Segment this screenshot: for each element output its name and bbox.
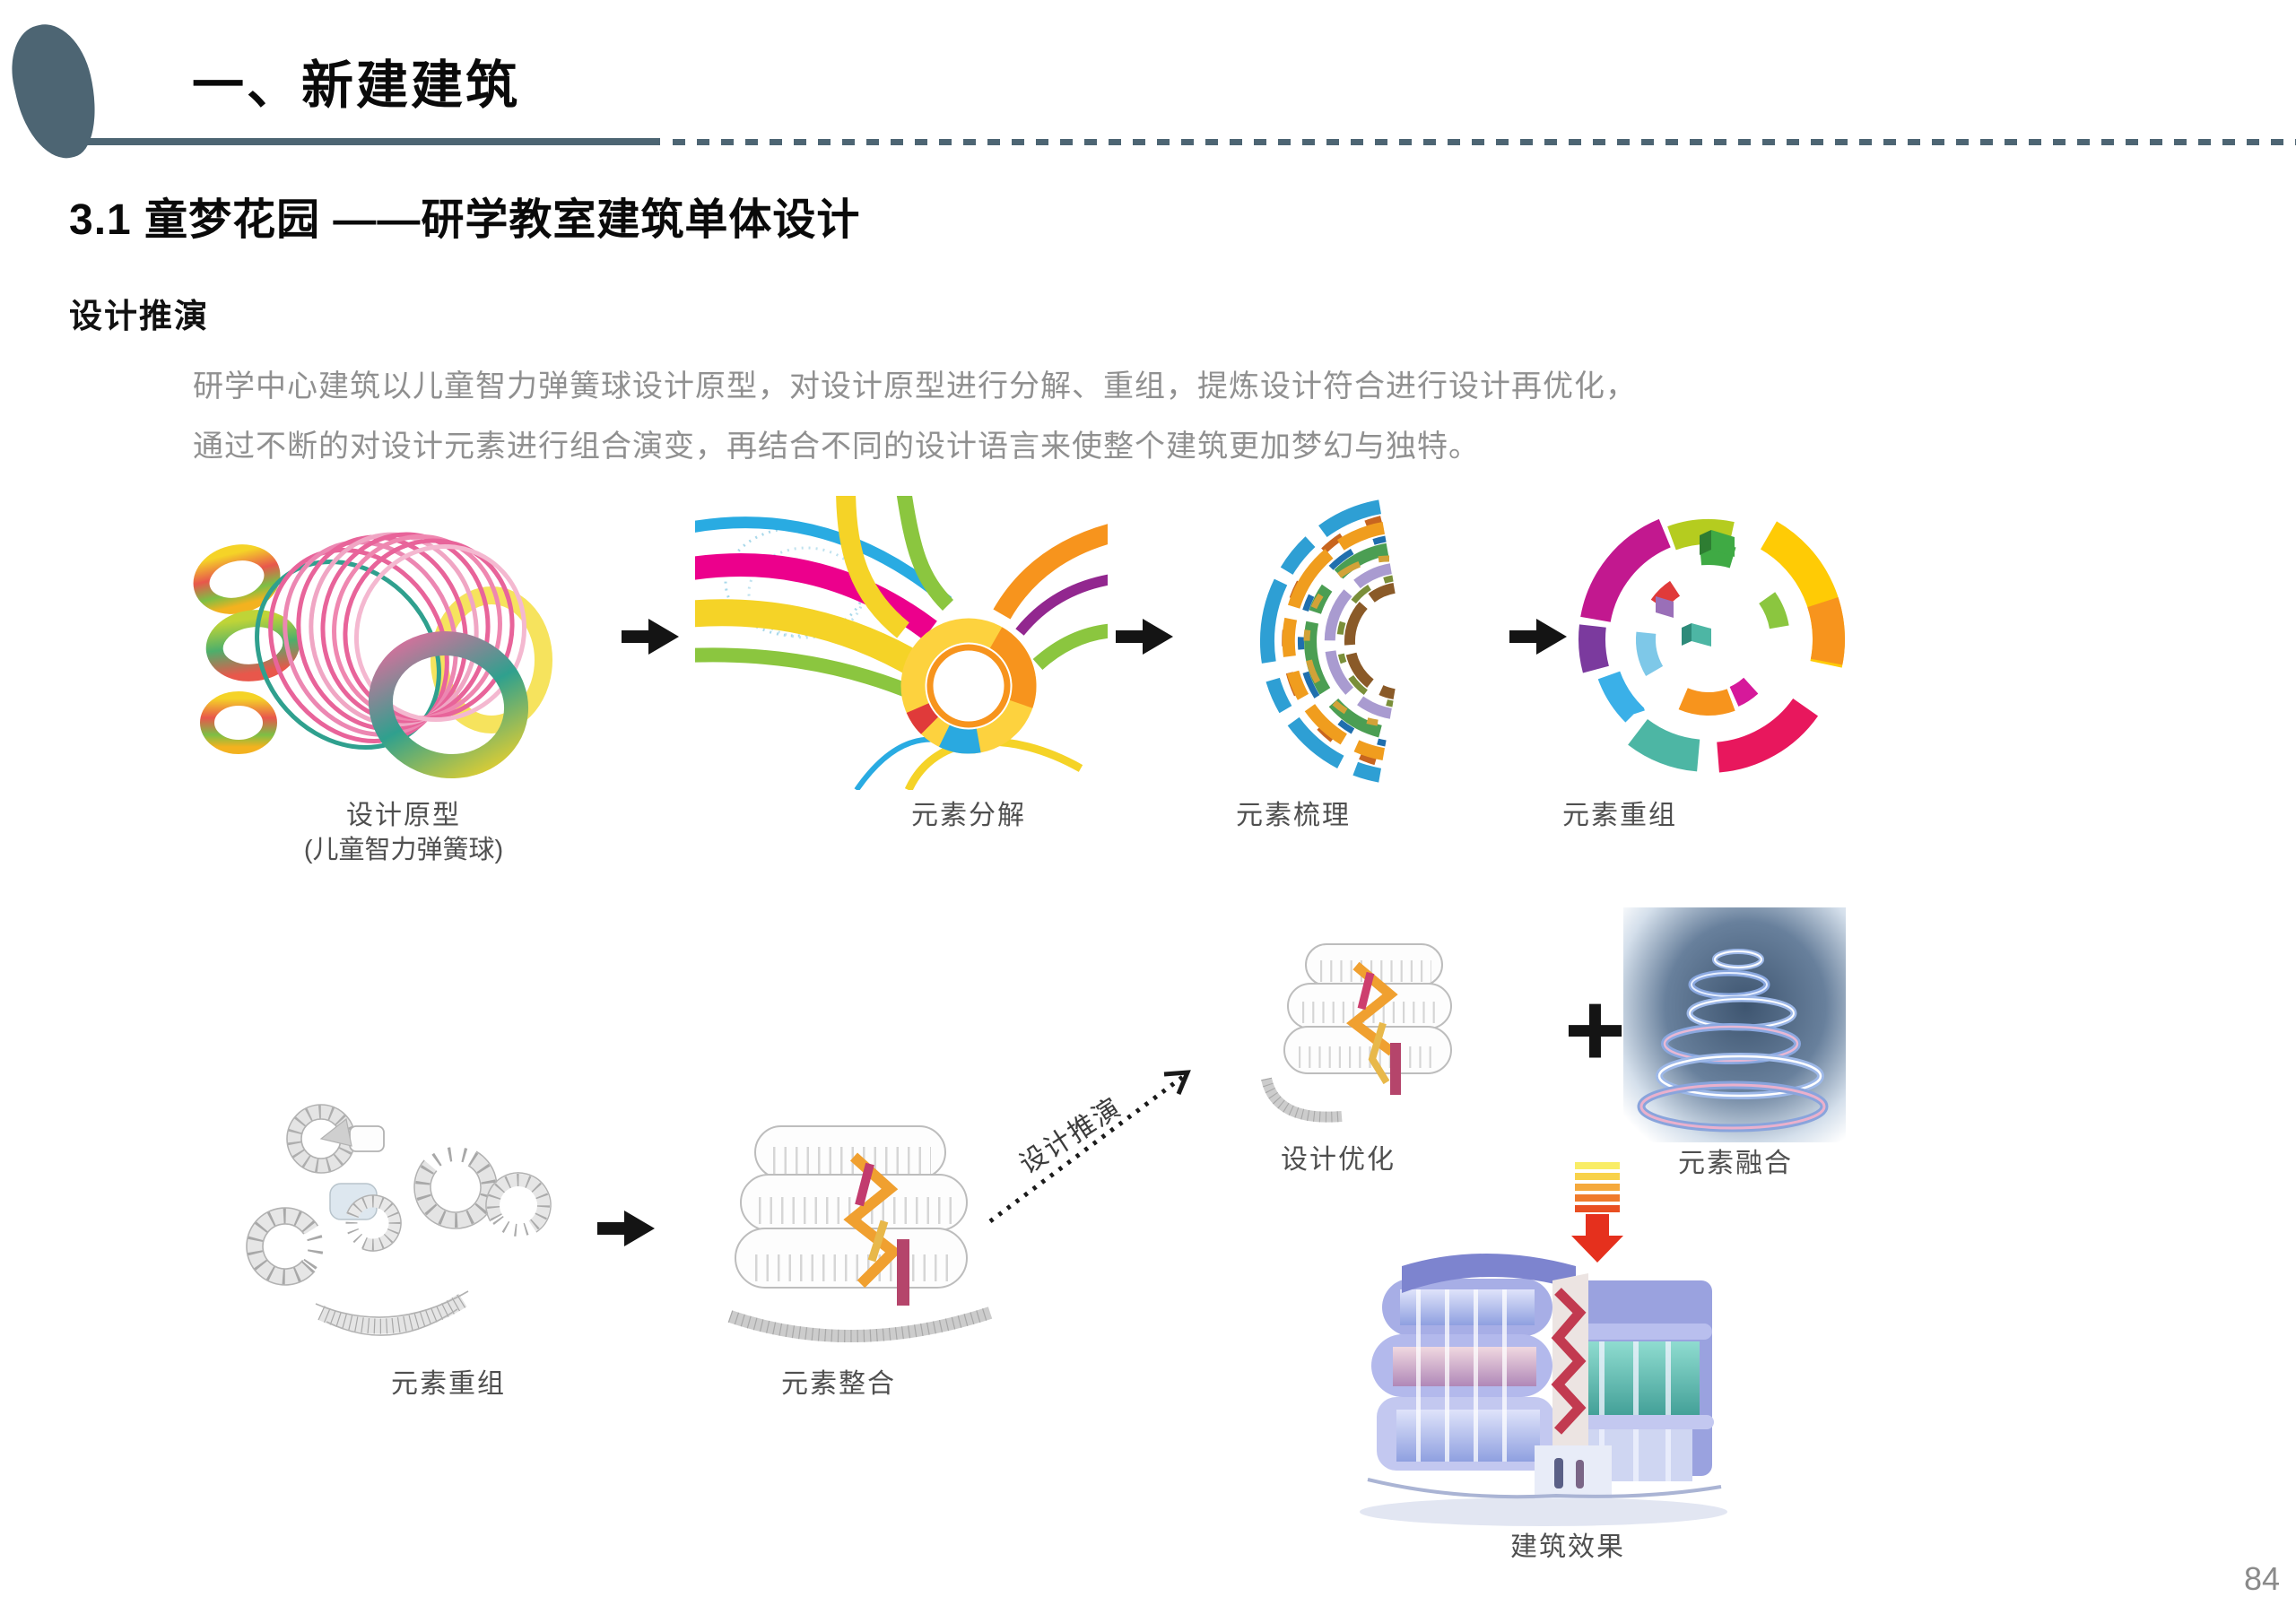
optimized-building-image [1256,937,1473,1136]
wireframe-fragments-image [215,1087,583,1360]
figure6-label: 元素整合 [781,1369,896,1399]
building-render-image [1350,1227,1737,1530]
ribbon-ring-image [1525,496,1894,787]
header-rule-solid [68,138,660,145]
figure4-label: 元素重组 [1562,801,1677,830]
figure1-sublabel: (儿童智力弹簧球) [303,836,504,864]
arrow-right-icon [1116,617,1175,656]
figure8-label: 元素融合 [1678,1149,1793,1178]
wireframe-building-image [718,1114,1003,1360]
plus-icon: + [1564,971,1626,1089]
arc-segments-image [1211,496,1401,790]
slinky-toy-image [179,491,574,789]
figure3-label: 元素梳理 [1236,801,1351,830]
figure9-label: 建筑效果 [1510,1532,1625,1562]
arrow-right-icon [1509,617,1569,656]
figure7-label: 设计优化 [1281,1145,1396,1175]
header-rule-dashed [673,139,2296,145]
spiral-cone-image [1623,907,1846,1142]
body-paragraph: 研学中心建筑以儿童智力弹簧球设计原型，对设计原型进行分解、重组，提炼设计符合进行… [193,357,1718,477]
dotted-arrow-icon [985,1060,1205,1230]
gradient-down-arrow-icon [1571,1162,1623,1263]
page-title: 一、新建建筑 [192,56,521,115]
ribbon-swirl-image [695,496,1108,790]
arrow-right-icon [597,1209,657,1248]
section-heading: 设计推演 [69,298,209,334]
figure5-label: 元素重组 [391,1369,506,1399]
arrow-right-icon [622,617,681,656]
figure2-label: 元素分解 [911,801,1026,830]
body-line-1: 研学中心建筑以儿童智力弹簧球设计原型，对设计原型进行分解、重组，提炼设计符合进行… [193,369,1637,404]
body-line-2: 通过不断的对设计元素进行组合演变，再结合不同的设计语言来使整个建筑更加梦幻与独特… [193,430,1480,464]
chapter-subtitle: 3.1 童梦花园 ——研学教室建筑单体设计 [69,196,861,244]
figure1-label: 设计原型 [346,801,461,830]
page-number: 84 [2243,1560,2280,1597]
